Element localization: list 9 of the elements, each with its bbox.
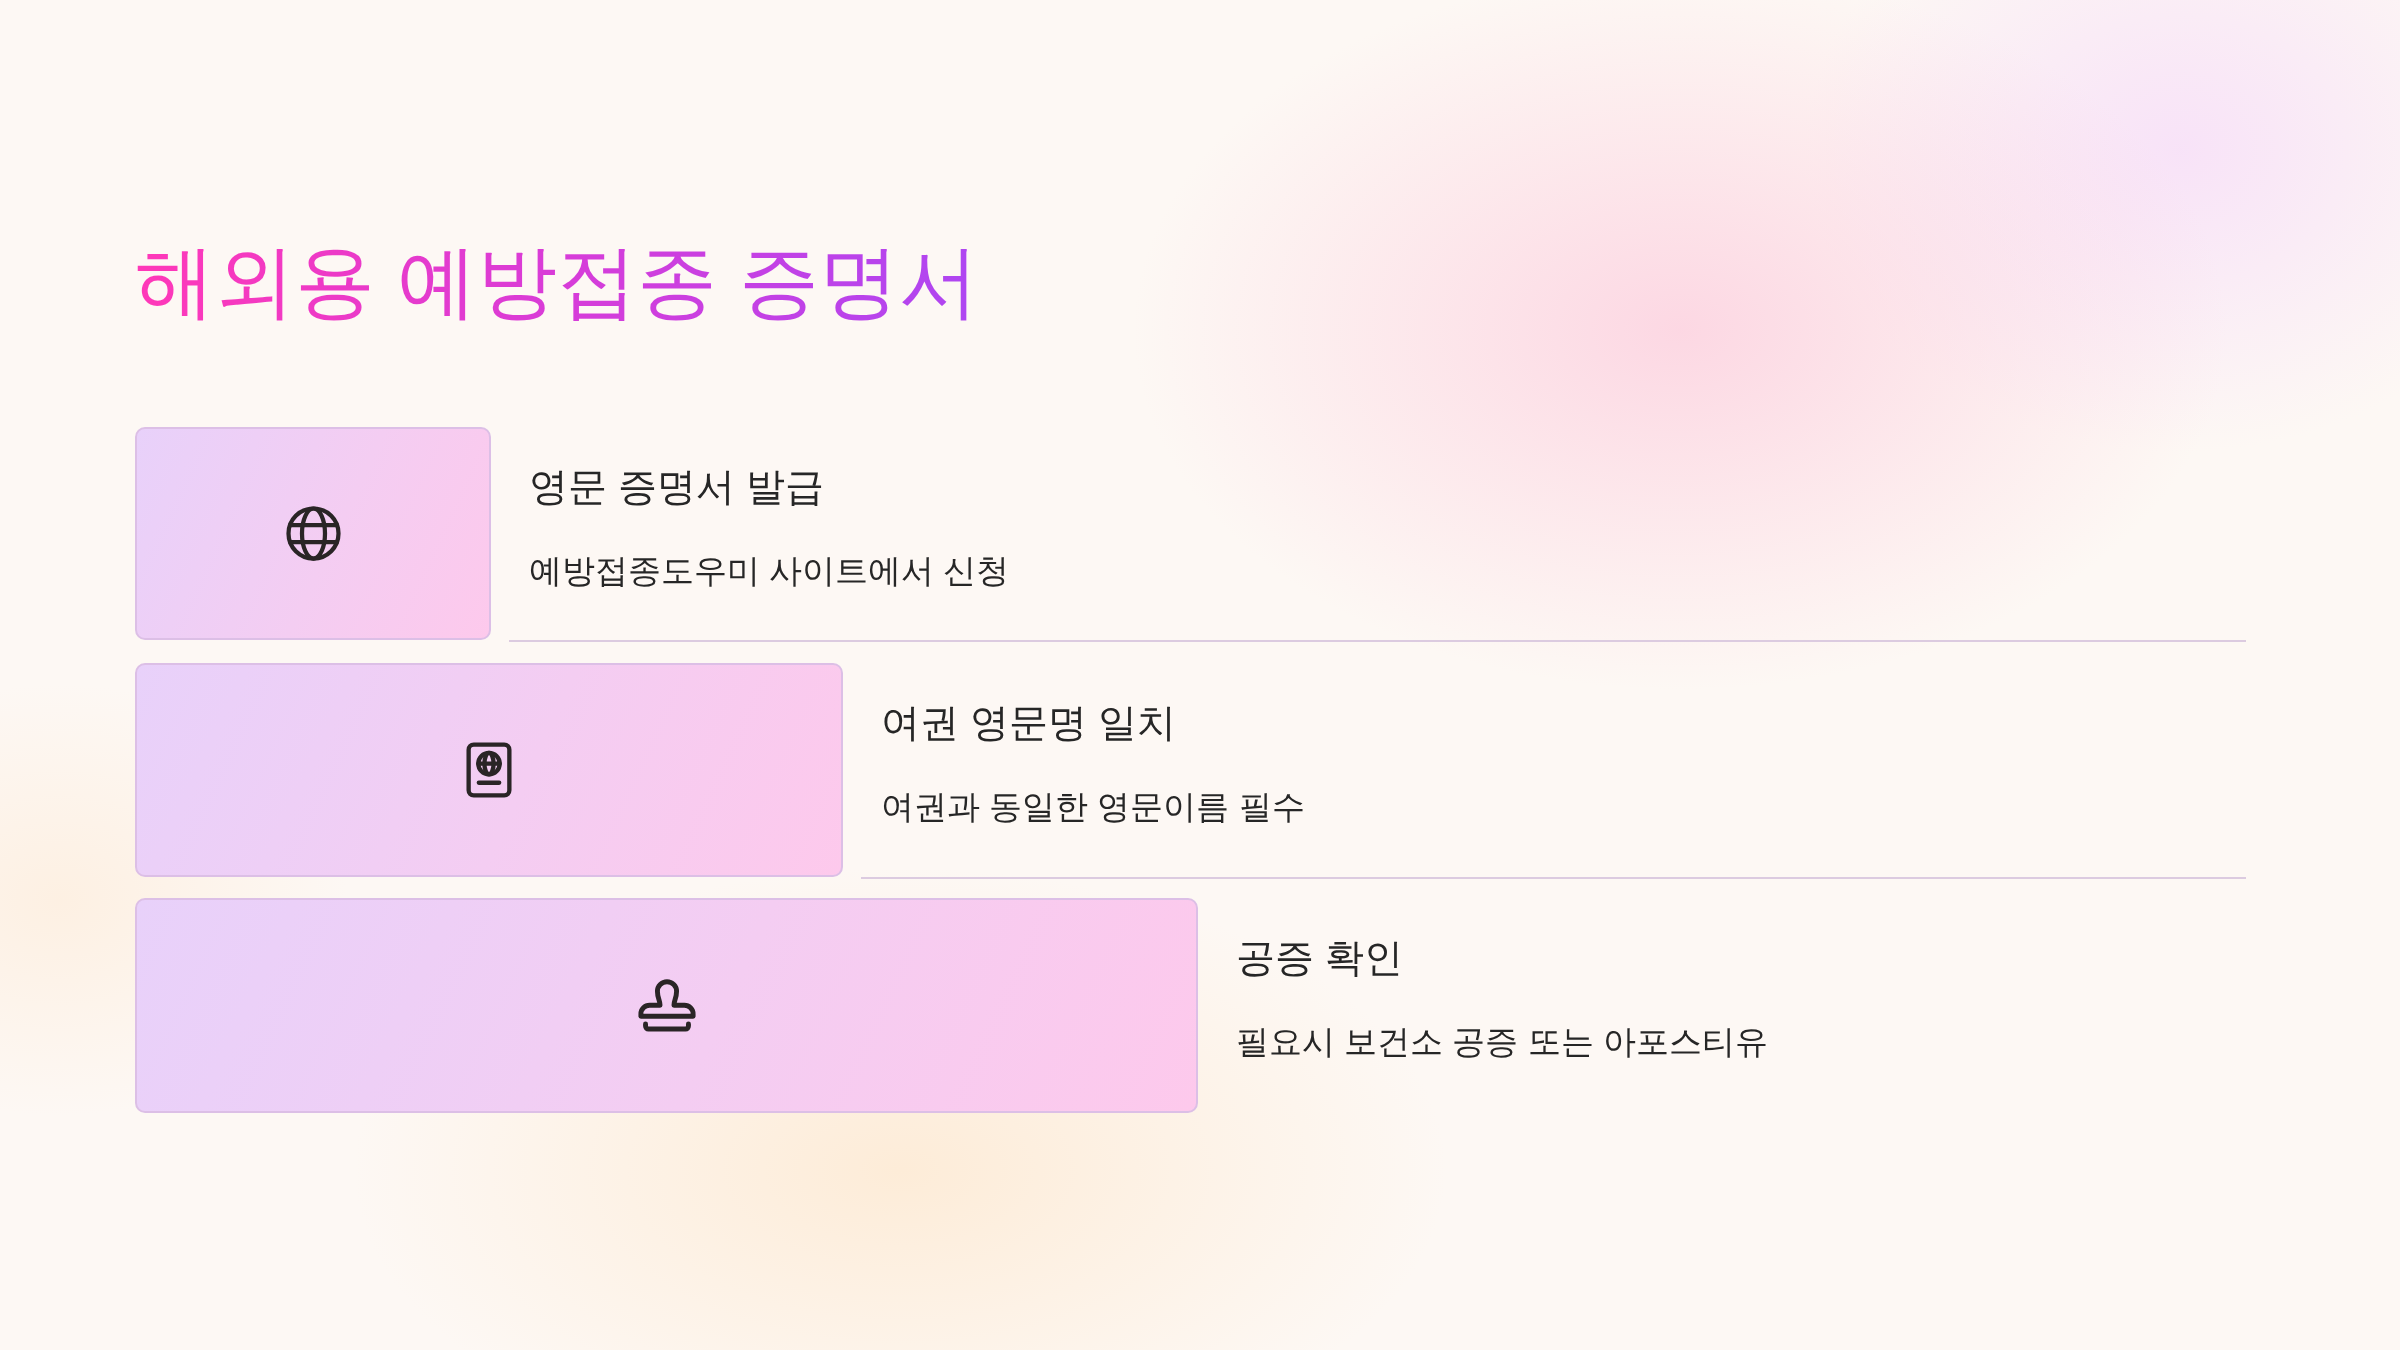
item-description: 여권과 동일한 영문이름 필수 [881, 787, 1305, 827]
icon-card [135, 427, 491, 640]
icon-card [135, 898, 1198, 1113]
item-heading: 여권 영문명 일치 [881, 700, 1176, 746]
item-description: 필요시 보건소 공증 또는 아포스티유 [1236, 1022, 1768, 1062]
item-heading: 공증 확인 [1236, 935, 1403, 981]
icon-card [135, 663, 843, 877]
item-heading: 영문 증명서 발급 [529, 464, 824, 510]
item-description: 예방접종도우미 사이트에서 신청 [529, 551, 1010, 591]
